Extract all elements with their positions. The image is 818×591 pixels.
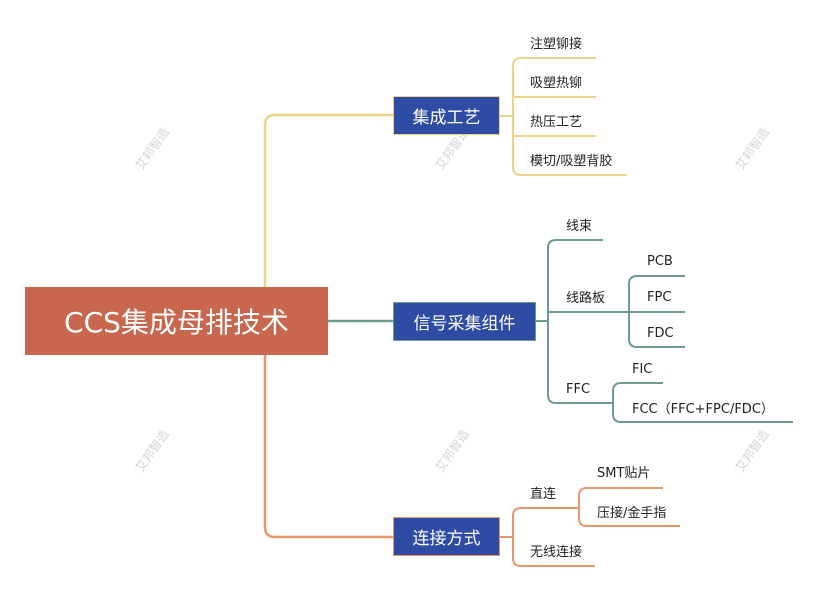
- leaf-node[interactable]: FIC: [632, 362, 653, 377]
- subtopic-ffc[interactable]: FFC: [566, 382, 591, 397]
- root-node[interactable]: CCS集成母排技术: [25, 287, 328, 355]
- leaf-node[interactable]: SMT贴片: [597, 466, 651, 481]
- leaf-node[interactable]: FDC: [647, 326, 674, 341]
- connector-jicheng-children: [500, 57, 627, 176]
- leaf-node[interactable]: FCC（FFC+FPC/FDC）: [632, 402, 774, 417]
- subtopic-xianluban[interactable]: 线路板: [566, 291, 606, 306]
- leaf-node[interactable]: PCB: [647, 254, 673, 269]
- leaf-node[interactable]: 注塑铆接: [530, 37, 583, 52]
- topic-jicheng-gongyi[interactable]: 集成工艺: [393, 96, 500, 135]
- connector-lianjie-children: [500, 487, 680, 567]
- topic-lianjie-fangshi[interactable]: 连接方式: [393, 517, 500, 556]
- subtopic-wuxian-lianjie[interactable]: 无线连接: [530, 545, 583, 560]
- leaf-node[interactable]: 吸塑热铆: [530, 76, 583, 91]
- leaf-node[interactable]: FPC: [647, 290, 672, 305]
- leaf-node[interactable]: 热压工艺: [530, 115, 583, 130]
- connector-root-to-lianjie: [263, 355, 393, 539]
- subtopic-zhilian[interactable]: 直连: [530, 487, 557, 502]
- connector-root-to-jicheng: [263, 113, 393, 287]
- connector-xinhao-children: [536, 239, 793, 423]
- subtopic-xianshu[interactable]: 线束: [566, 219, 593, 234]
- topic-xinhao-caiji-zujian[interactable]: 信号采集组件: [393, 302, 536, 341]
- leaf-node[interactable]: 压接/金手指: [597, 506, 667, 521]
- leaf-node[interactable]: 模切/吸塑背胶: [530, 154, 613, 169]
